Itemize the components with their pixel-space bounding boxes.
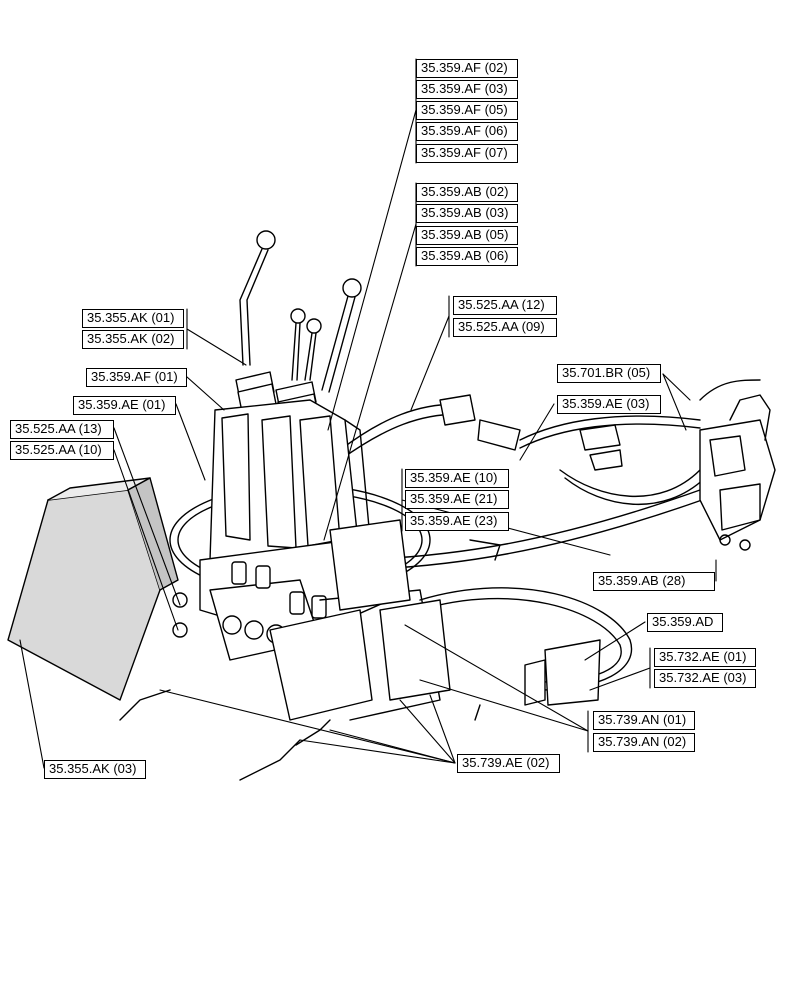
callout-35-355-ak-01: 35.355.AK (01) xyxy=(82,309,184,328)
callout-35-525-aa-10: 35.525.AA (10) xyxy=(10,441,114,460)
callout-35-359-ab-05: 35.359.AB (05) xyxy=(416,226,518,245)
callout-35-359-ab-28: 35.359.AB (28) xyxy=(593,572,715,591)
fittings xyxy=(439,394,623,721)
callout-35-359-ae-01: 35.359.AE (01) xyxy=(73,396,176,415)
callout-35-359-ae-03: 35.359.AE (03) xyxy=(557,395,661,414)
shield-plate xyxy=(7,477,179,701)
callout-35-359-af-07: 35.359.AF (07) xyxy=(416,144,518,163)
callout-35-355-ak-03: 35.355.AK (03) xyxy=(44,760,146,779)
remote-valve-block xyxy=(699,379,776,551)
leader-lines xyxy=(19,58,717,769)
callout-35-359-ab-06: 35.359.AB (06) xyxy=(416,247,518,266)
callout-35-359-af-05: 35.359.AF (05) xyxy=(416,101,518,120)
callout-35-732-ae-01: 35.732.AE (01) xyxy=(654,648,756,667)
callout-35-359-af-03: 35.359.AF (03) xyxy=(416,80,518,99)
callout-35-359-ab-03: 35.359.AB (03) xyxy=(416,204,518,223)
callout-35-359-ae-21: 35.359.AE (21) xyxy=(405,490,509,509)
callout-35-739-an-02: 35.739.AN (02) xyxy=(593,733,695,752)
callout-35-359-ab-02: 35.359.AB (02) xyxy=(416,183,518,202)
callout-35-732-ae-03: 35.732.AE (03) xyxy=(654,669,756,688)
callout-35-359-ad: 35.359.AD xyxy=(647,613,723,632)
callout-35-525-aa-09: 35.525.AA (09) xyxy=(453,318,557,337)
valve-stack xyxy=(119,519,451,781)
callout-35-739-an-01: 35.739.AN (01) xyxy=(593,711,695,730)
callout-35-355-ak-02: 35.355.AK (02) xyxy=(82,330,184,349)
callout-35-701-br-05: 35.701.BR (05) xyxy=(557,364,661,383)
callout-35-359-af-01: 35.359.AF (01) xyxy=(86,368,187,387)
callout-35-525-aa-13: 35.525.AA (13) xyxy=(10,420,114,439)
callout-35-359-ae-10: 35.359.AE (10) xyxy=(405,469,509,488)
callout-35-359-af-02: 35.359.AF (02) xyxy=(416,59,518,78)
control-levers xyxy=(239,230,362,393)
callout-35-359-af-06: 35.359.AF (06) xyxy=(416,122,518,141)
callout-35-739-ae-02: 35.739.AE (02) xyxy=(457,754,560,773)
lever-console xyxy=(209,371,373,591)
callout-35-525-aa-12: 35.525.AA (12) xyxy=(453,296,557,315)
callout-35-359-ae-23: 35.359.AE (23) xyxy=(405,512,509,531)
